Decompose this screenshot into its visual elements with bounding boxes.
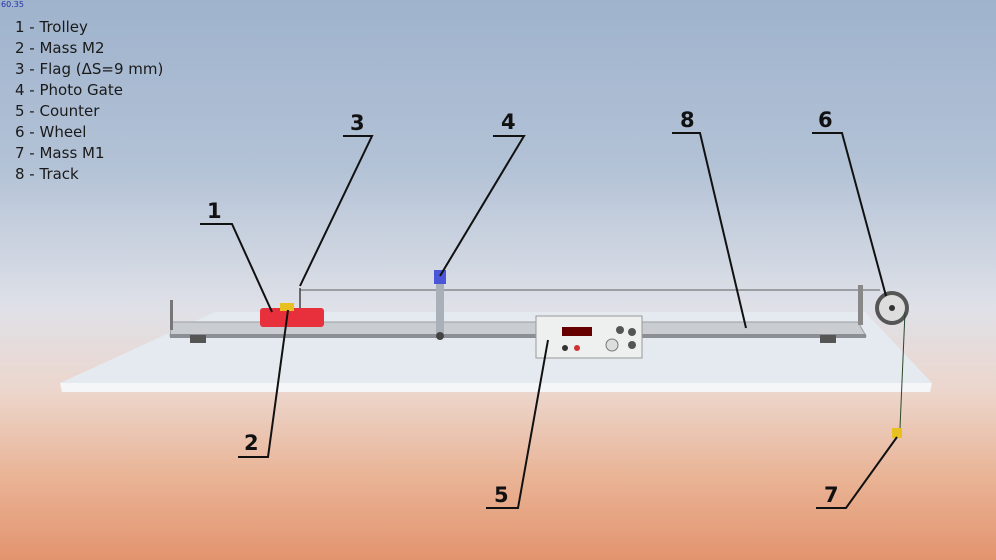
- callout-6: 6: [818, 108, 833, 132]
- legend: 1 - Trolley 2 - Mass M2 3 - Flag (ΔS=9 m…: [15, 17, 163, 185]
- callout-5: 5: [494, 483, 509, 507]
- wheel[interactable]: [858, 285, 909, 325]
- mass-m1[interactable]: [892, 428, 902, 438]
- mass-m2: [280, 303, 294, 311]
- callout-3: 3: [350, 111, 365, 135]
- callout-8: 8: [680, 108, 695, 132]
- legend-item: 8 - Track: [15, 165, 79, 183]
- legend-item: 2 - Mass M2: [15, 39, 105, 57]
- legend-item: 3 - Flag (ΔS=9 mm): [15, 60, 164, 78]
- photo-gate[interactable]: [434, 270, 446, 340]
- trolley[interactable]: [260, 288, 324, 327]
- callout-1: 1: [207, 199, 222, 223]
- fps-counter: 60.35: [1, 0, 24, 9]
- counter-display: [562, 327, 592, 336]
- string-m1: [899, 311, 906, 429]
- legend-item: 4 - Photo Gate: [15, 81, 123, 99]
- legend-item: 6 - Wheel: [15, 123, 87, 141]
- callout-4: 4: [501, 110, 516, 134]
- callout-7: 7: [824, 483, 839, 507]
- counter[interactable]: [535, 315, 643, 359]
- legend-item: 5 - Counter: [15, 102, 100, 120]
- callout-lines: [200, 132, 898, 509]
- callout-2: 2: [244, 431, 259, 455]
- legend-item: 7 - Mass M1: [15, 144, 105, 162]
- legend-item: 1 - Trolley: [15, 18, 88, 36]
